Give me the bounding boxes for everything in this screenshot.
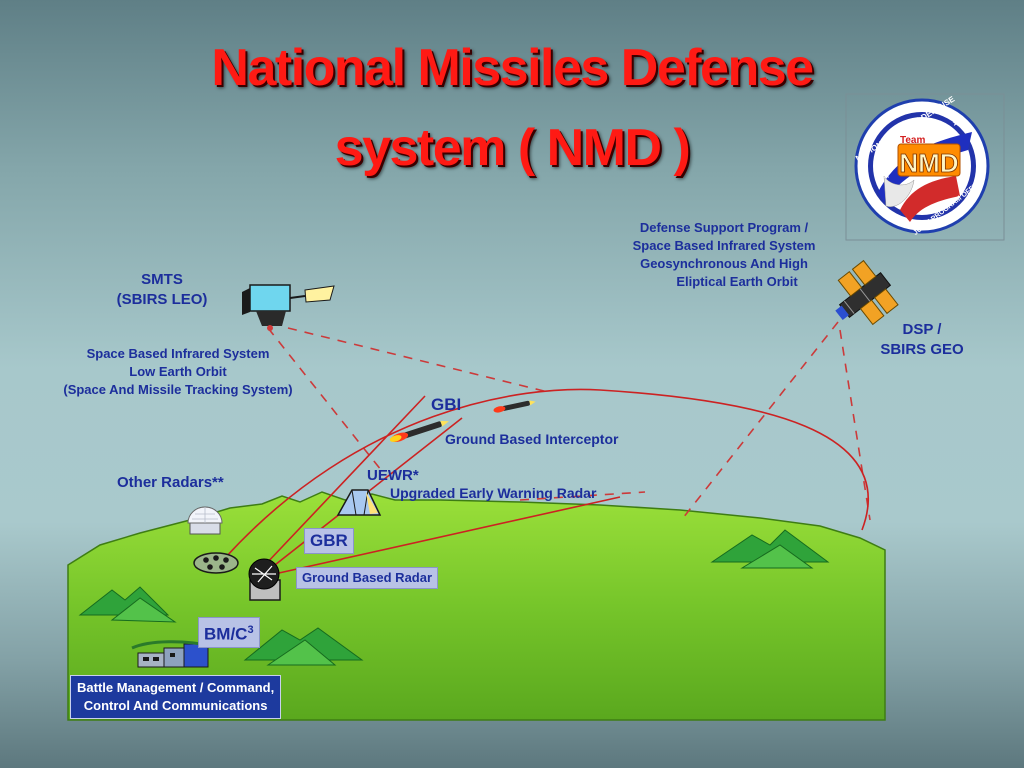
- gbr-description: Ground Based Radar: [296, 567, 439, 589]
- interceptor-missile-icon: [389, 420, 449, 442]
- dsp-label: DSP / SBIRS GEO: [862, 320, 982, 360]
- smts-satellite-icon: [242, 284, 335, 331]
- sbirs-leo-desc-line-3: (Space And Missile Tracking System): [63, 382, 293, 397]
- bmc3-label: BM/C3: [198, 617, 260, 648]
- dsp-label-line-2: SBIRS GEO: [880, 341, 964, 358]
- dsp-desc-line-4: Eliptical Earth Orbit: [676, 274, 798, 289]
- logo-star-icon: ★: [952, 118, 960, 128]
- uewr-label: UEWR*: [367, 467, 419, 484]
- bmc3-building-icon: [131, 640, 213, 668]
- gbr-label: GBR: [304, 528, 354, 554]
- bmc3-desc-line-1: Battle Management / Command,: [77, 680, 275, 695]
- sbirs-leo-desc-line-2: Low Earth Orbit: [129, 364, 227, 379]
- gbi-label: GBI: [431, 395, 462, 414]
- uewr-radar-icon: [336, 489, 382, 516]
- nmd-logo: NMD Team NATIONAL MISSILE DEFENSE JOINT …: [845, 93, 1005, 241]
- gbi-description: Ground Based Interceptor: [445, 431, 619, 447]
- gbi-silo-field-icon: [193, 552, 239, 574]
- uewr-description: Upgraded Early Warning Radar: [390, 485, 597, 501]
- dsp-desc-line-3: Geosynchronous And High: [640, 256, 808, 271]
- title-line-2: system ( NMD ): [334, 119, 691, 177]
- other-radar-dome-icon: [187, 506, 223, 535]
- smts-label-line-1: SMTS: [141, 271, 183, 288]
- smts-label-line-2: (SBIRS LEO): [116, 291, 208, 308]
- logo-star-icon: ★: [882, 170, 891, 181]
- dsp-desc-line-1: Defense Support Program /: [639, 220, 809, 235]
- dsp-label-line-1: DSP /: [902, 321, 942, 338]
- logo-team-text: Team: [900, 135, 925, 146]
- bmc3-label-superscript: 3: [247, 624, 254, 636]
- sbirs-leo-description: Space Based Infrared System Low Earth Or…: [38, 345, 318, 399]
- dsp-description: Defense Support Program / Space Based In…: [606, 219, 842, 291]
- dsp-desc-line-2: Space Based Infrared System: [632, 238, 816, 253]
- threat-missile-icon: [493, 400, 536, 413]
- title-line-1: National Missiles Defense: [211, 39, 814, 97]
- mountains: [78, 529, 830, 666]
- bmc3-desc-line-2: Control And Communications: [83, 698, 268, 713]
- gbr-radar-icon: [248, 558, 281, 601]
- sbirs-leo-desc-line-1: Space Based Infrared System: [86, 346, 270, 361]
- other-radars-label: Other Radars**: [117, 474, 224, 491]
- smts-label: SMTS (SBIRS LEO): [102, 270, 222, 310]
- logo-nmd-text: NMD: [899, 148, 958, 178]
- bmc3-label-text: BM/C: [204, 624, 248, 644]
- satellite-tracking-lines: [267, 321, 871, 521]
- dsp-satellite-icon: [835, 259, 899, 326]
- bmc3-description: Battle Management / Command, Control And…: [70, 675, 282, 719]
